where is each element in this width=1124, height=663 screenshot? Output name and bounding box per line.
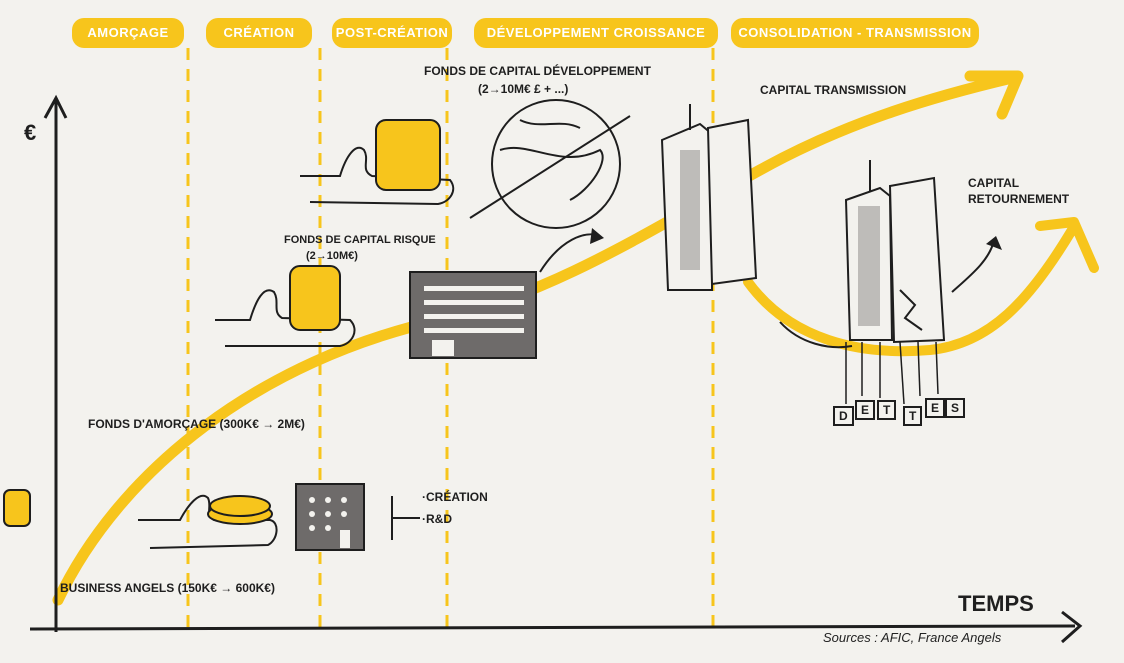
y-axis-label: €	[24, 120, 36, 146]
dettes-letter: E	[855, 400, 875, 420]
label-capital-retournement-2: RETOURNEMENT	[968, 192, 1069, 206]
label-business-angels: BUSINESS ANGELS (150K€ → 600K€)	[60, 581, 275, 595]
twin-towers-icon	[662, 104, 756, 290]
label-rd: ·R&D	[422, 512, 452, 526]
phase-developpement-croissance: DÉVELOPPEMENT CROISSANCE	[474, 18, 718, 48]
dettes-tiles: D E T T E S	[833, 396, 963, 430]
dettes-letter: T	[903, 406, 922, 426]
label-capital-retournement-1: CAPITAL	[968, 176, 1019, 190]
phase-creation: CRÉATION	[206, 18, 312, 48]
curved-arrow-icon-3	[952, 240, 994, 292]
office-building-icon	[410, 272, 536, 358]
dettes-letter: T	[877, 400, 896, 420]
dettes-letter: E	[925, 398, 945, 418]
label-fonds-risque-1: FONDS DE CAPITAL RISQUE	[284, 234, 436, 246]
phase-amorcage: AMORÇAGE	[72, 18, 184, 48]
phase-post-creation: POST-CRÉATION	[332, 18, 452, 48]
hand-coins-icon-1	[138, 496, 277, 548]
coin-stack-left-icon	[4, 490, 30, 526]
hand-coins-icon-3	[300, 120, 453, 204]
globe-icon	[470, 100, 630, 228]
label-fonds-amorcage: FONDS D'AMORÇAGE (300K€ → 2M€)	[88, 417, 305, 431]
label-fonds-risque-2: (2→10M€)	[306, 250, 358, 262]
twin-towers-cracked-icon	[846, 160, 944, 342]
bracket-icon	[392, 496, 420, 540]
curved-arrow-icon-1-head	[590, 228, 604, 244]
label-capital-transmission: CAPITAL TRANSMISSION	[760, 83, 906, 97]
dettes-letter: S	[945, 398, 965, 418]
dettes-letter: D	[833, 406, 854, 426]
small-building-icon	[296, 484, 364, 550]
label-fonds-dev-1: FONDS DE CAPITAL DÉVELOPPEMENT	[424, 64, 651, 78]
hand-coins-icon-2	[215, 266, 355, 346]
label-fonds-dev-2: (2→10M€ £ + ...)	[478, 82, 568, 96]
x-axis-label: TEMPS	[958, 591, 1034, 617]
sources-note: Sources : AFIC, France Angels	[823, 630, 1001, 645]
curved-arrow-icon-3-head	[986, 236, 1002, 250]
phase-consolidation-transmission: CONSOLIDATION - TRANSMISSION	[731, 18, 979, 48]
label-creation: ·CRÉATION	[422, 490, 488, 504]
